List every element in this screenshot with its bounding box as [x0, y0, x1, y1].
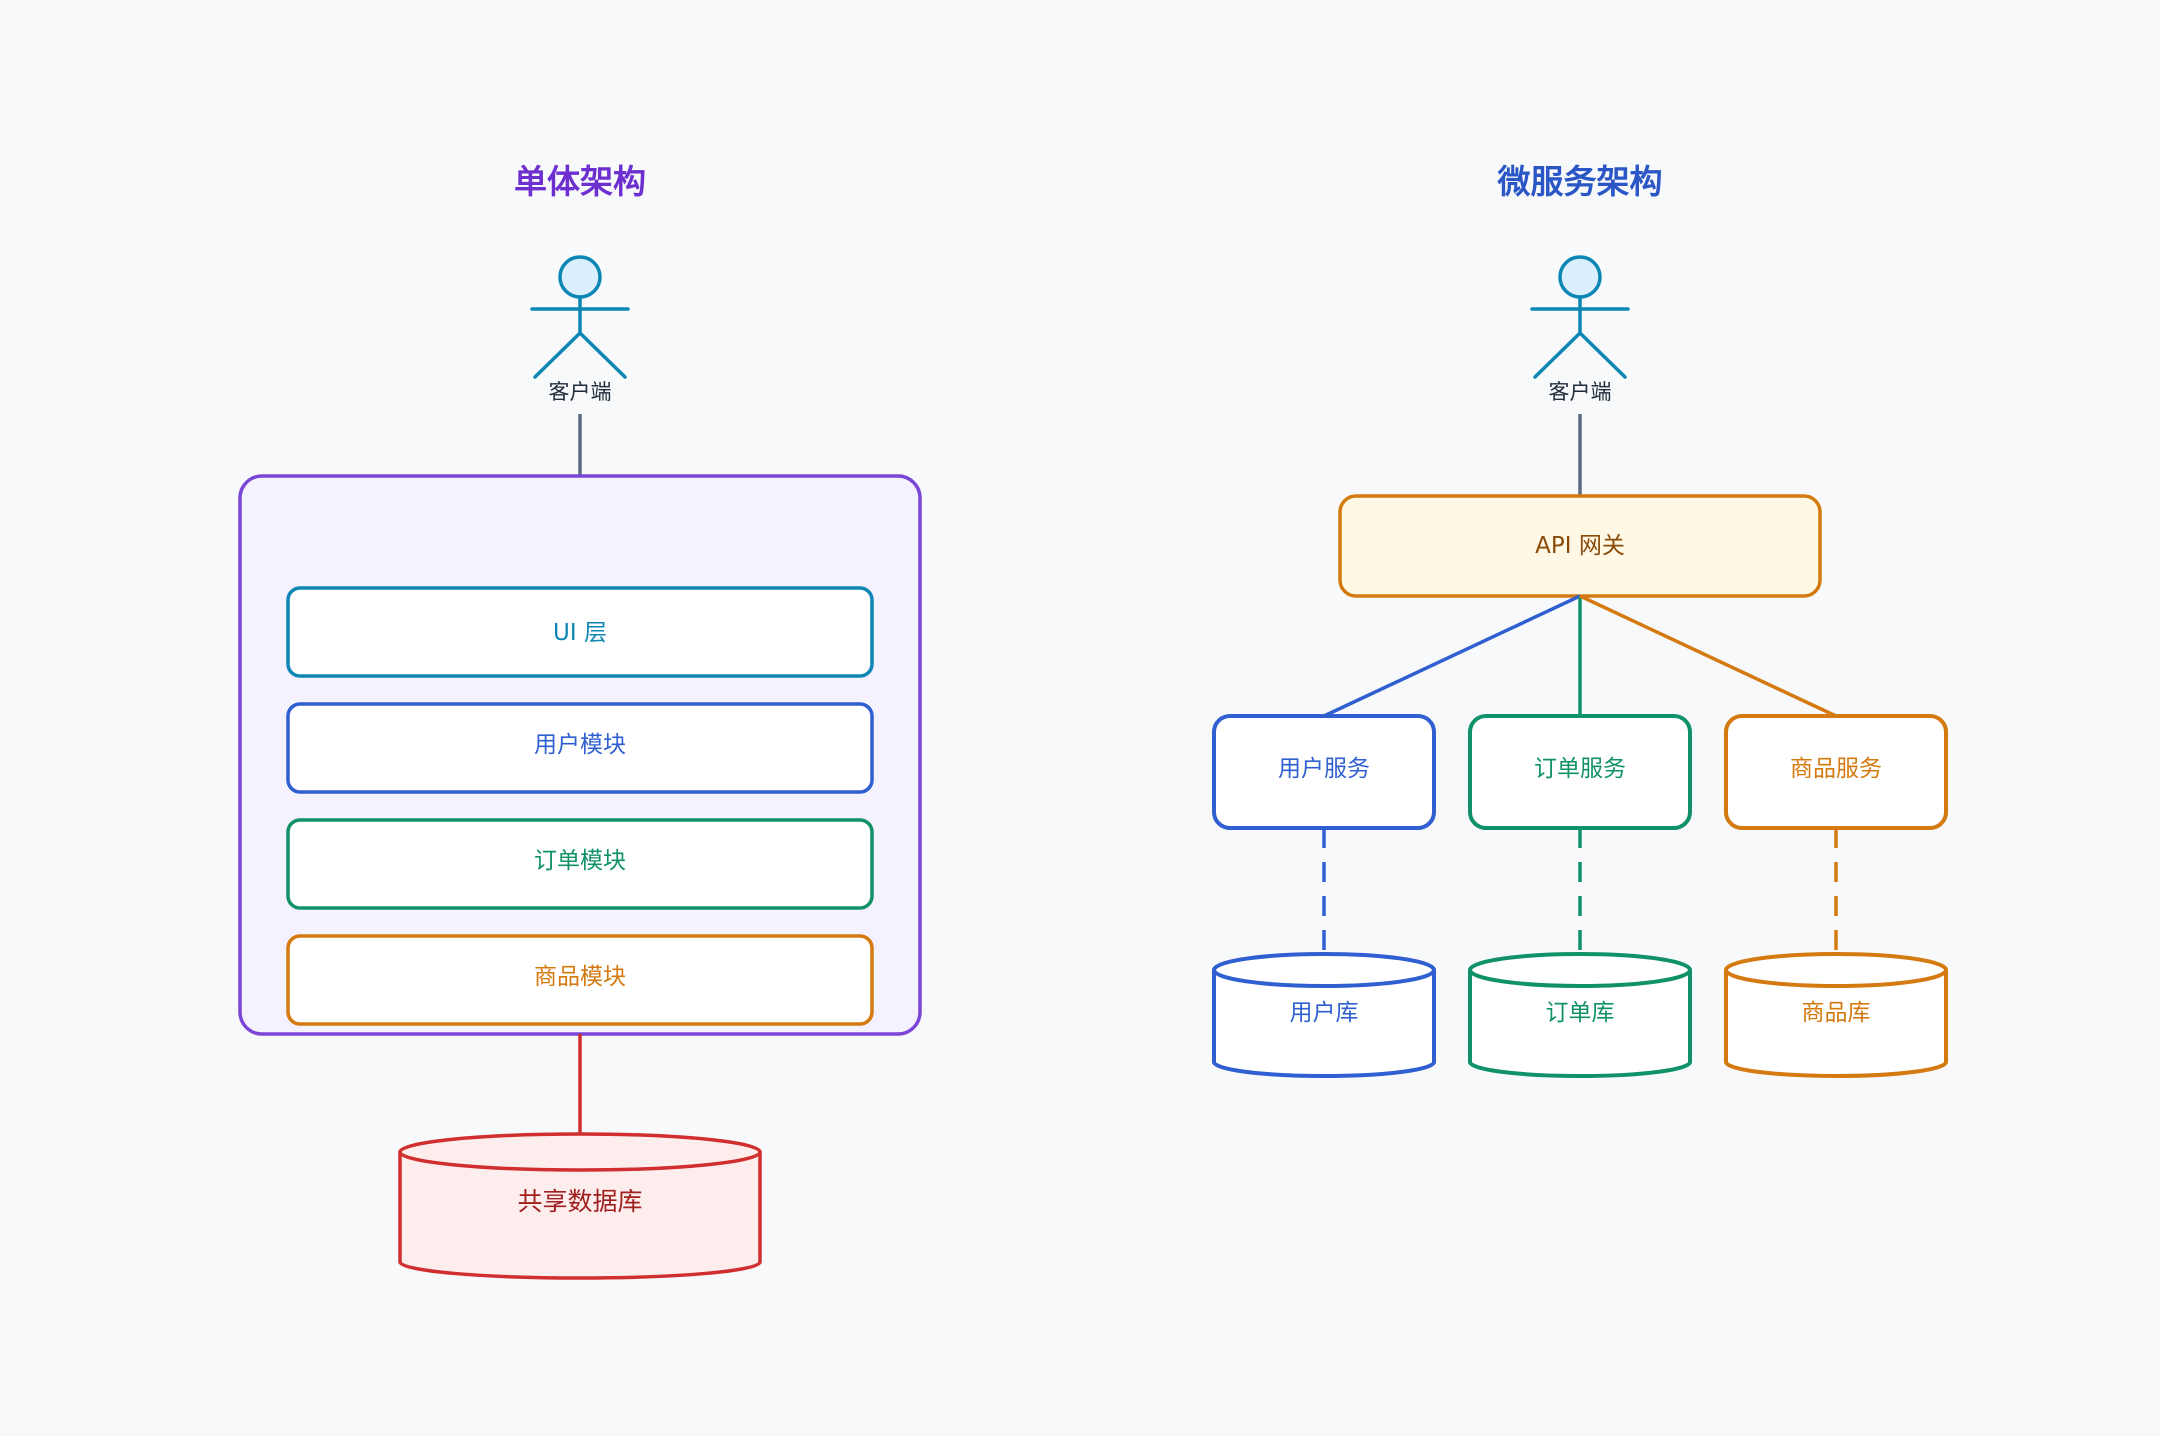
gateway-user-connector — [1323, 594, 1581, 718]
monolith-module-order: 订单模块 — [286, 818, 874, 910]
service-label: 用户服务 — [1278, 756, 1370, 782]
order-service: 订单服务 — [1468, 714, 1692, 830]
monolith-client-actor-icon — [530, 255, 630, 379]
monolith-module-user: 用户模块 — [286, 702, 874, 794]
monolith-client-label: 客户端 — [549, 380, 612, 404]
gateway-product-connector — [1579, 594, 1837, 718]
product-service: 商品服务 — [1724, 714, 1948, 830]
monolith-title: 单体架构 — [514, 162, 646, 201]
order-database-icon — [1468, 952, 1692, 1078]
micro-client-actor-icon — [1530, 255, 1630, 379]
shared-database-icon — [398, 1132, 762, 1280]
module-label: UI 层 — [553, 620, 607, 646]
monolith-module-ui: UI 层 — [286, 586, 874, 678]
order-database-label: 订单库 — [1546, 1000, 1615, 1026]
module-label: 用户模块 — [534, 732, 626, 758]
user-service: 用户服务 — [1212, 714, 1436, 830]
api-gateway: API 网关 — [1338, 494, 1822, 598]
product-database-label: 商品库 — [1802, 1000, 1871, 1026]
micro-client-label: 客户端 — [1549, 380, 1612, 404]
user-database-icon — [1212, 952, 1436, 1078]
module-label: 商品模块 — [534, 964, 626, 990]
api-gateway-label: API 网关 — [1535, 533, 1625, 559]
user-database-label: 用户库 — [1290, 1000, 1359, 1026]
microservices-title: 微服务架构 — [1497, 162, 1663, 201]
service-label: 订单服务 — [1534, 756, 1626, 782]
service-label: 商品服务 — [1790, 756, 1882, 782]
product-database-icon — [1724, 952, 1948, 1078]
module-label: 订单模块 — [534, 848, 626, 874]
monolith-module-product: 商品模块 — [286, 934, 874, 1026]
shared-database-label: 共享数据库 — [517, 1187, 642, 1216]
